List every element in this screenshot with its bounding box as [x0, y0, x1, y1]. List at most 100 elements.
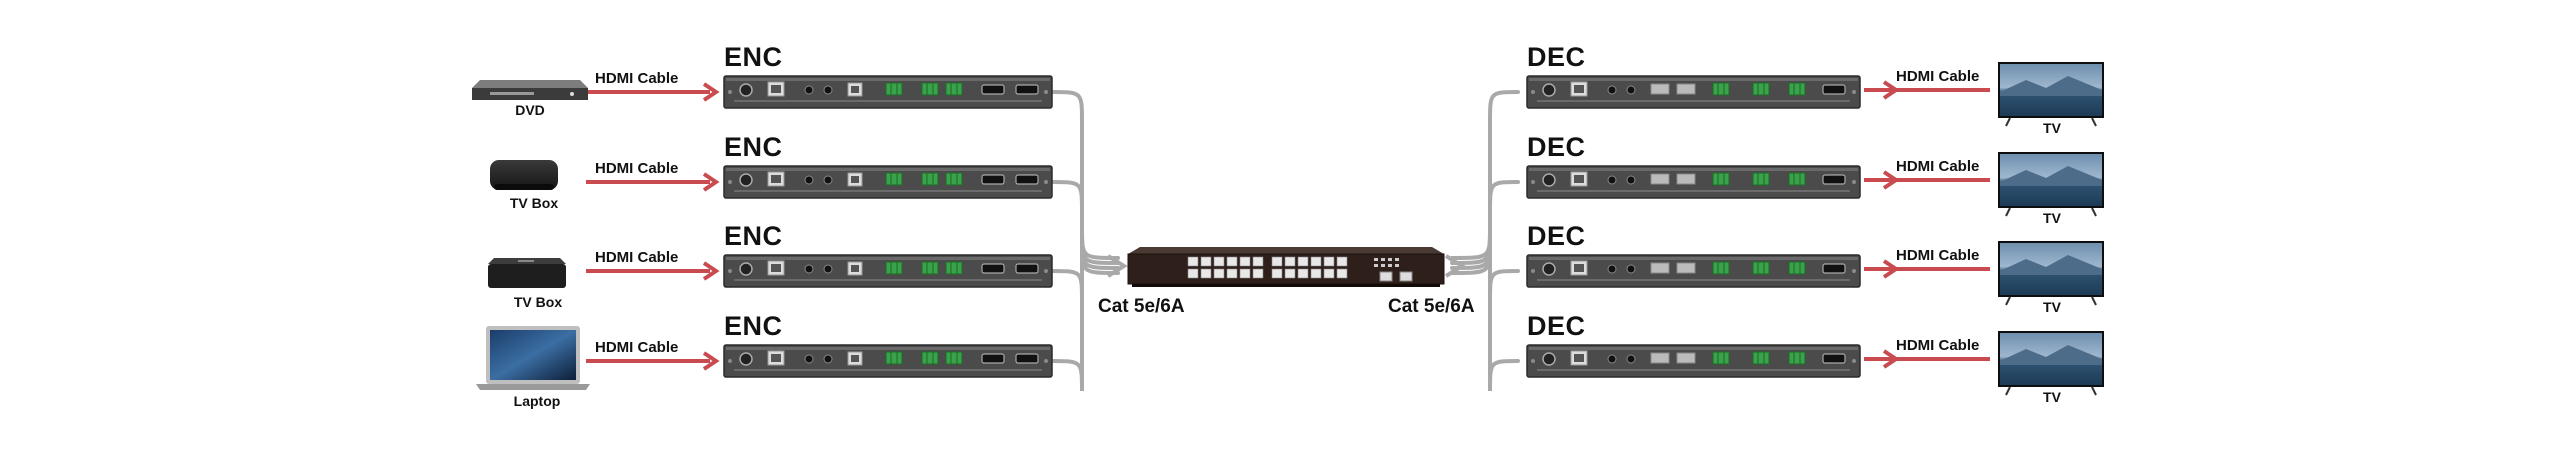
tv-mountains	[2000, 76, 2102, 96]
terminal-block	[921, 172, 939, 186]
legend-strip	[1537, 190, 1850, 192]
switch-port	[1323, 268, 1335, 279]
tv-stand	[2005, 386, 2011, 396]
legend-strip	[734, 369, 1042, 371]
switch-port	[1271, 268, 1283, 279]
power-jack	[1542, 83, 1556, 97]
power-jack	[739, 83, 753, 97]
unit-bevel	[726, 347, 1050, 350]
terminal-block	[921, 351, 939, 365]
power-jack	[1542, 262, 1556, 276]
cat-cable-left	[1050, 180, 1120, 265]
unit-bevel	[726, 257, 1050, 260]
switch-port	[1226, 256, 1238, 267]
hdmi-port	[1822, 84, 1846, 95]
tv-stand	[2091, 386, 2097, 396]
switch-port	[1284, 256, 1296, 267]
hdmi-port	[981, 174, 1005, 185]
switch-top	[1128, 247, 1444, 254]
lan-port-inner	[771, 175, 781, 183]
switch-led	[1395, 264, 1399, 267]
terminal-block	[1712, 351, 1730, 365]
cat-arrow-right	[1444, 254, 1466, 278]
lan-port-inner	[771, 264, 781, 272]
cat-cable-right	[1450, 180, 1520, 265]
hdmi-port	[981, 84, 1005, 95]
cat-cable-left	[1050, 237, 1120, 302]
tv-box-front	[488, 264, 566, 288]
ir-jack	[804, 264, 814, 274]
tv-stand	[2091, 207, 2097, 217]
switch-port	[1284, 268, 1296, 279]
sink-label: TV	[2043, 299, 2061, 315]
tv-icon	[1998, 331, 2104, 396]
ir-jack	[1626, 85, 1636, 95]
legend-strip	[1537, 279, 1850, 281]
switch-port	[1310, 256, 1322, 267]
usb-port-inner	[851, 176, 859, 183]
tv-stand	[2005, 296, 2011, 306]
network-switch-icon	[1127, 247, 1445, 287]
sink-label: TV	[2043, 210, 2061, 226]
tv-stand	[2091, 296, 2097, 306]
switch-led	[1381, 264, 1385, 267]
dvd-button	[570, 92, 574, 96]
lan-port-inner	[1574, 85, 1584, 93]
ir-jack	[1607, 354, 1617, 364]
switch-port	[1226, 268, 1238, 279]
hdmi-cable-label: HDMI Cable	[595, 339, 679, 356]
encoder-title: ENC	[724, 132, 783, 162]
cat-cable-right	[1450, 242, 1520, 392]
switch-sfp	[1379, 271, 1393, 282]
hdmi-cable-label: HDMI Cable	[595, 249, 679, 266]
unit-bevel	[1529, 168, 1858, 171]
power-jack	[739, 173, 753, 187]
decoder-unit	[1526, 75, 1861, 109]
decoder-title: DEC	[1527, 221, 1586, 251]
ir-jack	[1607, 85, 1617, 95]
switch-base	[1132, 284, 1440, 287]
tv-box-icon	[488, 258, 566, 288]
switch-port	[1323, 256, 1335, 267]
unit-bevel	[1529, 347, 1858, 350]
icon-group	[472, 62, 2104, 396]
tv-box-base	[494, 184, 554, 190]
screw	[728, 90, 732, 94]
ir-jack	[1626, 354, 1636, 364]
tv-icon	[1998, 62, 2104, 127]
terminal-block	[945, 172, 963, 186]
sfp-port	[1676, 83, 1696, 95]
switch-port	[1252, 268, 1264, 279]
hdmi-port	[1015, 174, 1039, 185]
sfp-port	[1650, 173, 1670, 185]
cat-cable-left	[1050, 90, 1120, 260]
switch-port	[1336, 268, 1348, 279]
dvd-tray	[490, 92, 534, 95]
encoder-title: ENC	[724, 42, 783, 72]
power-jack	[1542, 352, 1556, 366]
terminal-block	[885, 82, 903, 96]
unit-bevel	[1529, 257, 1858, 260]
tv-stand	[2091, 117, 2097, 127]
hdmi-cable-label: HDMI Cable	[595, 70, 679, 87]
hdmi-arrow-right	[1882, 259, 1900, 279]
tv-mountains	[2000, 166, 2102, 186]
decoder-title: DEC	[1527, 42, 1586, 72]
terminal-block	[1788, 351, 1806, 365]
ir-jack	[823, 354, 833, 364]
terminal-block	[921, 261, 939, 275]
encoder-unit	[723, 165, 1053, 199]
tv-stand	[2005, 207, 2011, 217]
hdmi-port	[1822, 263, 1846, 274]
dvd-player-icon	[472, 80, 588, 100]
legend-strip	[734, 190, 1042, 192]
terminal-block	[1788, 261, 1806, 275]
switch-led	[1374, 264, 1378, 267]
hdmi-arrow-right	[1882, 349, 1900, 369]
cat-cable-label-right: Cat 5e/6A	[1388, 296, 1475, 317]
decoder-unit	[1526, 165, 1861, 199]
ir-jack	[1607, 264, 1617, 274]
power-jack	[1542, 173, 1556, 187]
